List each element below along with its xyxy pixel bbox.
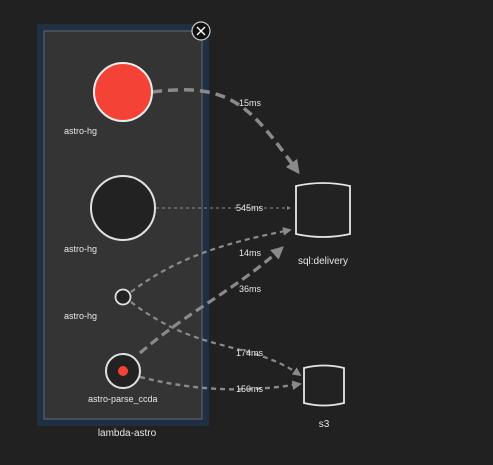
close-button[interactable]	[191, 21, 211, 41]
close-icon-cross	[196, 26, 206, 36]
edge-latency-label: 15ms	[239, 98, 262, 108]
error-dot-icon	[118, 366, 128, 376]
node-label: astro-hg	[64, 126, 97, 136]
edge-latency-label: 36ms	[239, 284, 262, 294]
node-circle[interactable]	[114, 288, 132, 306]
target-s3[interactable]: s3	[303, 364, 345, 431]
edge-parse-s3[interactable]	[139, 375, 302, 391]
target-label: s3	[319, 419, 330, 430]
target-label: sql:delivery	[298, 256, 348, 267]
node-label: astro-hg	[64, 244, 97, 254]
node-astro-hg-2[interactable]: astro-hg	[64, 175, 156, 254]
error-node-circle[interactable]	[93, 62, 153, 122]
database-icon[interactable]	[303, 364, 345, 407]
node-astro-hg-1[interactable]: astro-hg	[64, 62, 153, 136]
node-astro-parse-ccda[interactable]: astro-parse_ccda	[88, 353, 158, 404]
node-label: astro-parse_ccda	[88, 394, 158, 404]
edge-latency-label: 150ms	[236, 384, 264, 394]
edge-parse-sql[interactable]	[138, 246, 284, 355]
group-label: lambda-astro	[98, 428, 157, 439]
edge-latency-label: 14ms	[239, 248, 262, 258]
edge-hg3-s3[interactable]	[130, 301, 302, 377]
node-label: astro-hg	[64, 311, 97, 321]
edge-latency-label: 174ms	[236, 348, 264, 358]
edge-hg1-sql[interactable]	[151, 88, 300, 175]
edge-hg3-sql[interactable]	[130, 227, 292, 293]
target-sql-delivery[interactable]: sql:delivery	[295, 182, 351, 267]
database-icon[interactable]	[295, 182, 351, 238]
edge-latency-label: 545ms	[236, 203, 264, 213]
node-astro-hg-3[interactable]: astro-hg	[64, 288, 132, 322]
edges	[130, 88, 302, 391]
node-circle[interactable]	[90, 175, 156, 241]
